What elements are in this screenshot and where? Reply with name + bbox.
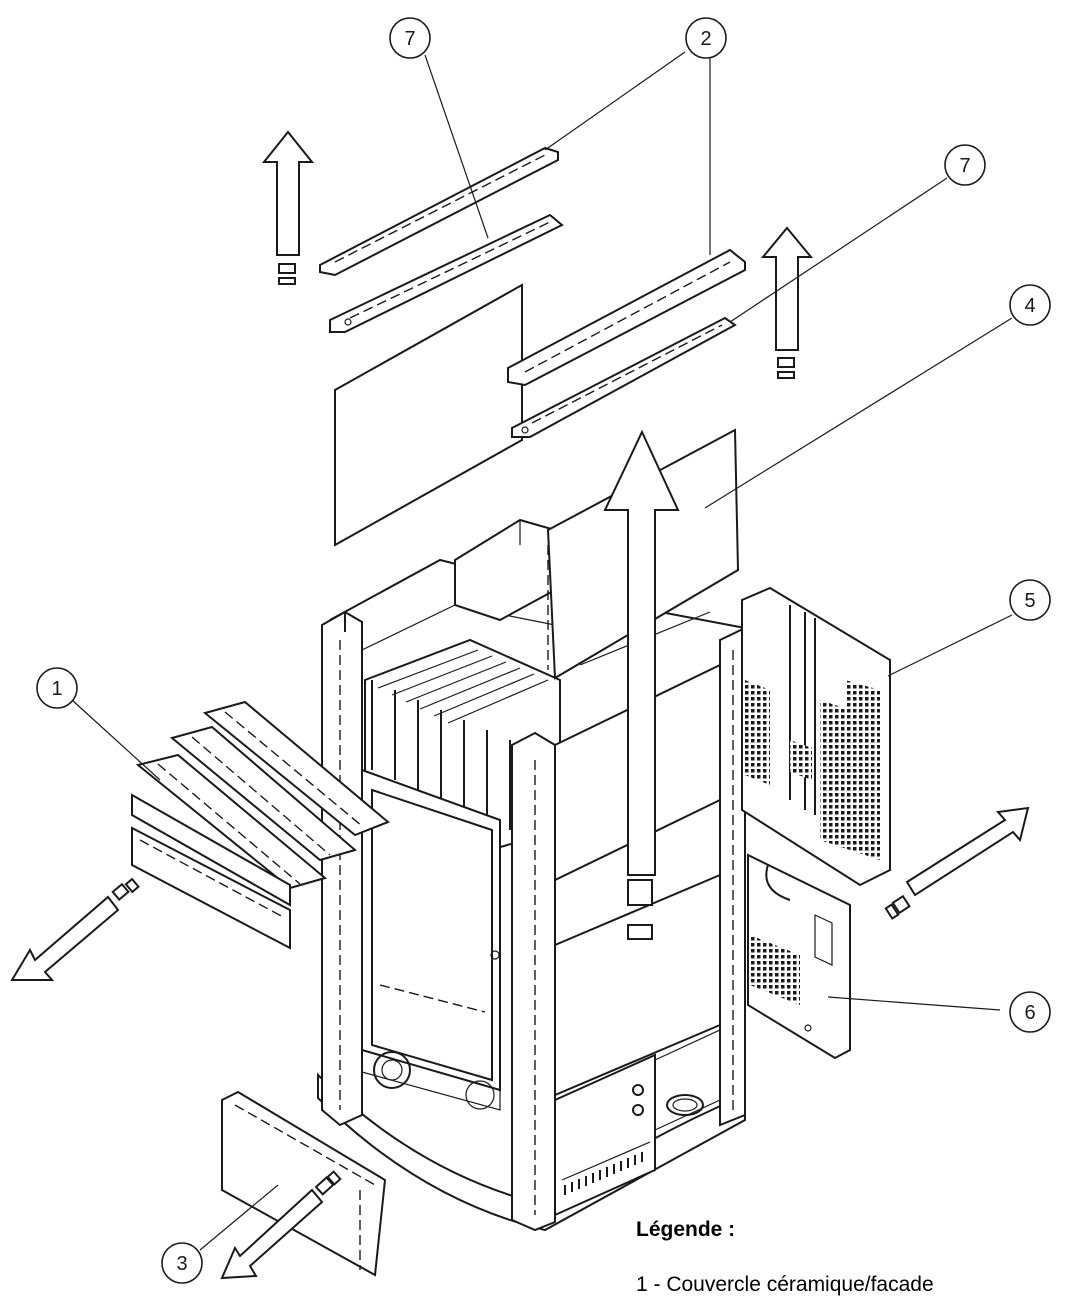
- callout-7-left: 7: [389, 17, 431, 59]
- callout-1-label: 1: [51, 678, 62, 700]
- legend-title: Légende :: [636, 1218, 736, 1241]
- callout-6: 6: [1009, 991, 1051, 1033]
- callout-7-right-label: 7: [959, 155, 970, 177]
- callout-3-label: 3: [176, 1253, 187, 1275]
- leader-lines: [71, 51, 1013, 1251]
- callout-2-top: 2: [685, 17, 727, 59]
- right-side-panel: [741, 586, 891, 887]
- legend-item-1: 1 - Couvercle céramique/facade: [636, 1273, 934, 1296]
- ceramic-panel: [334, 283, 523, 547]
- callout-5-label: 5: [1024, 590, 1035, 612]
- vent-slots: [561, 1141, 651, 1195]
- fan-assembly: [361, 1049, 501, 1111]
- callout-7-left-label: 7: [404, 28, 415, 50]
- stove-body: [317, 518, 746, 1232]
- support-bracket-right: [511, 316, 737, 438]
- arrow-down-left: [10, 877, 140, 981]
- top-cover-right: [507, 248, 746, 387]
- ceramic-covers: [131, 700, 390, 950]
- callout-2-mid: 2: [0, 0, 11, 5]
- lower-side-panel: [747, 853, 851, 1060]
- arrow-right-up: [884, 806, 1030, 920]
- front-lower-panel: [221, 1090, 387, 1277]
- callout-4-label: 4: [1024, 295, 1035, 317]
- arrow-up-left: [261, 130, 315, 285]
- arrow-down-front: [220, 1170, 342, 1280]
- arrow-up-right: [760, 226, 814, 379]
- arrow-up-center: [603, 429, 680, 940]
- top-cover-left: [319, 146, 559, 277]
- callout-7-right: 7: [944, 144, 986, 186]
- callout-1: 1: [36, 667, 78, 709]
- callout-6-label: 6: [1024, 1002, 1035, 1024]
- callout-5: 5: [1009, 579, 1051, 621]
- support-bracket-left: [329, 213, 564, 333]
- callout-3: 3: [161, 1242, 203, 1284]
- callout-2-top-label: 2: [700, 28, 711, 50]
- callout-4: 4: [1009, 284, 1051, 326]
